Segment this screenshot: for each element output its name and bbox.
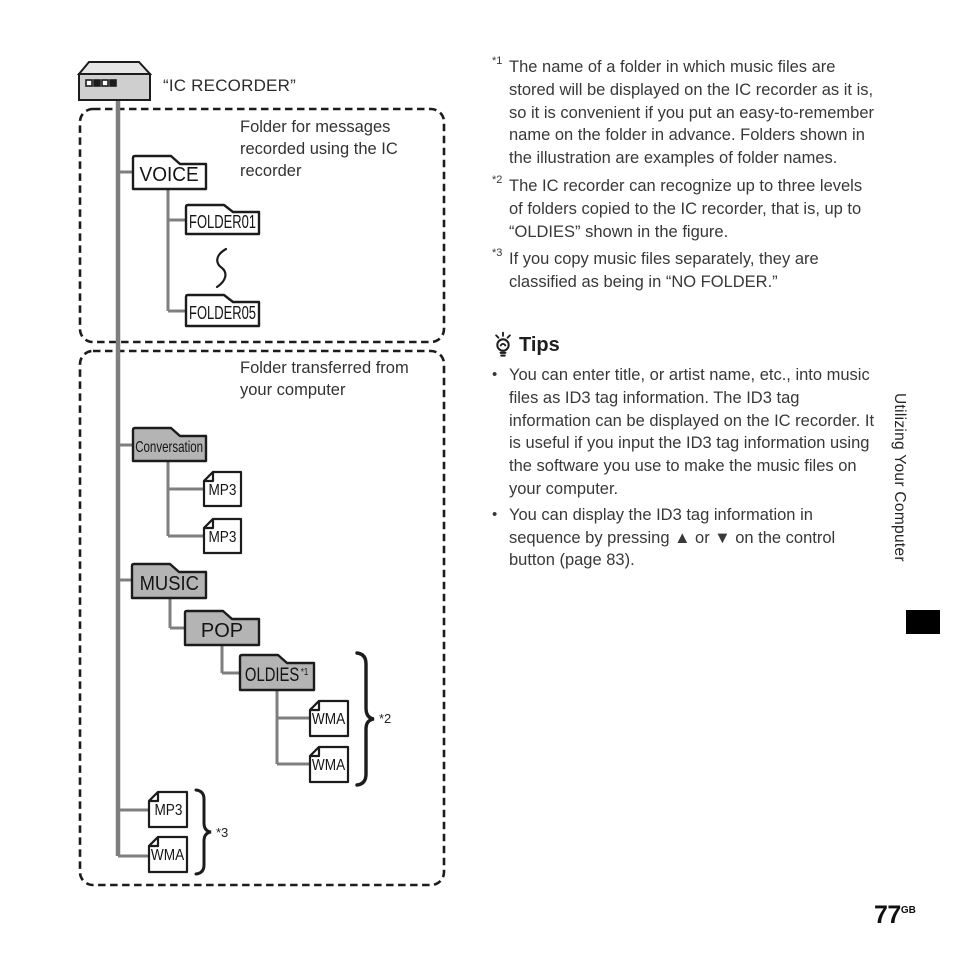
tip-text: You can enter title, or artist name, etc… [509,366,875,498]
footnote-marker: *3 [492,247,503,260]
computer-box-annotation: Folder transferred from your computer [240,359,409,399]
lightbulb-tip-icon [495,331,511,357]
oldies-folder-icon [238,653,316,692]
footnotes: *1 The name of a folder in which music f… [492,55,877,299]
folder-range-squiggle [215,247,228,289]
footnote-1: *1 The name of a folder in which music f… [492,55,877,170]
tips-list: • You can enter title, or artist name, e… [492,364,877,575]
footnote-3: *3 If you copy music files separately, t… [492,247,877,294]
oldies-note-ref: *1 [301,666,309,678]
bullet-glyph: • [492,366,498,383]
tree-connectors [115,100,311,858]
footnote-marker: *2 [492,173,503,186]
mp3-file-label: MP3 [208,481,237,499]
device-label: “IC RECORDER” [163,76,296,95]
folder05-label: FOLDER05 [189,302,257,323]
chapter-edge-tab [906,610,940,634]
file-icons [147,470,350,874]
voice-folder-icon [131,154,208,191]
conversation-folder-icon [131,426,208,463]
voice-folder-label: VOICE [139,164,200,186]
pop-folder-icon [183,609,261,647]
oldies-folder-label: OLDIES*1 [245,664,309,686]
footnote-marker: *1 [492,55,503,67]
page-region-code: GB [900,905,916,916]
footnote-text: The IC recorder can recognize up to thre… [509,176,863,241]
wma-file-label: WMA [312,711,346,728]
footnote-text: The name of a folder in which music file… [509,58,875,168]
messages-group-box [78,107,446,344]
wma-group-note-ref: *2 [379,711,392,726]
mp3-file-label: MP3 [208,528,237,546]
music-folder-label: MUSIC [139,572,199,595]
tips-title: Tips [519,333,560,356]
bullet-glyph: • [492,505,498,523]
root-files-brace [194,788,212,876]
footnote-2: *2 The IC recorder can recognize up to t… [492,173,877,243]
folder01-label: FOLDER01 [189,211,257,232]
page-number: 77GB [874,901,916,930]
root-wma-file-label: WMA [151,847,185,864]
tip-item: • You can display the ID3 tag informatio… [492,504,877,572]
folder01-folder-icon [184,203,261,236]
footnote-text: If you copy music files separately, they… [509,250,819,292]
root-mp3-file-label: MP3 [154,802,182,819]
folder05-folder-icon [184,293,261,328]
pop-folder-label: POP [200,619,244,642]
messages-box-annotation: Folder for messages recorded using the I… [240,118,398,180]
ic-recorder-device-icon [76,61,153,101]
page-number-value: 77 [874,901,901,929]
wma-file-label: WMA [312,757,346,774]
tips-heading: Tips [492,331,560,359]
tip-text: You can display the ID3 tag information … [509,505,836,570]
root-group-note-ref: *3 [216,825,229,840]
tip-item: • You can enter title, or artist name, e… [492,364,877,501]
folder-icons [130,154,316,692]
conversation-folder-label: Conversation [135,438,204,456]
music-folder-icon [130,562,208,600]
computer-group-box [78,349,446,887]
wma-group-brace [355,651,375,787]
chapter-label: Utilizing Your Computer [891,393,908,562]
